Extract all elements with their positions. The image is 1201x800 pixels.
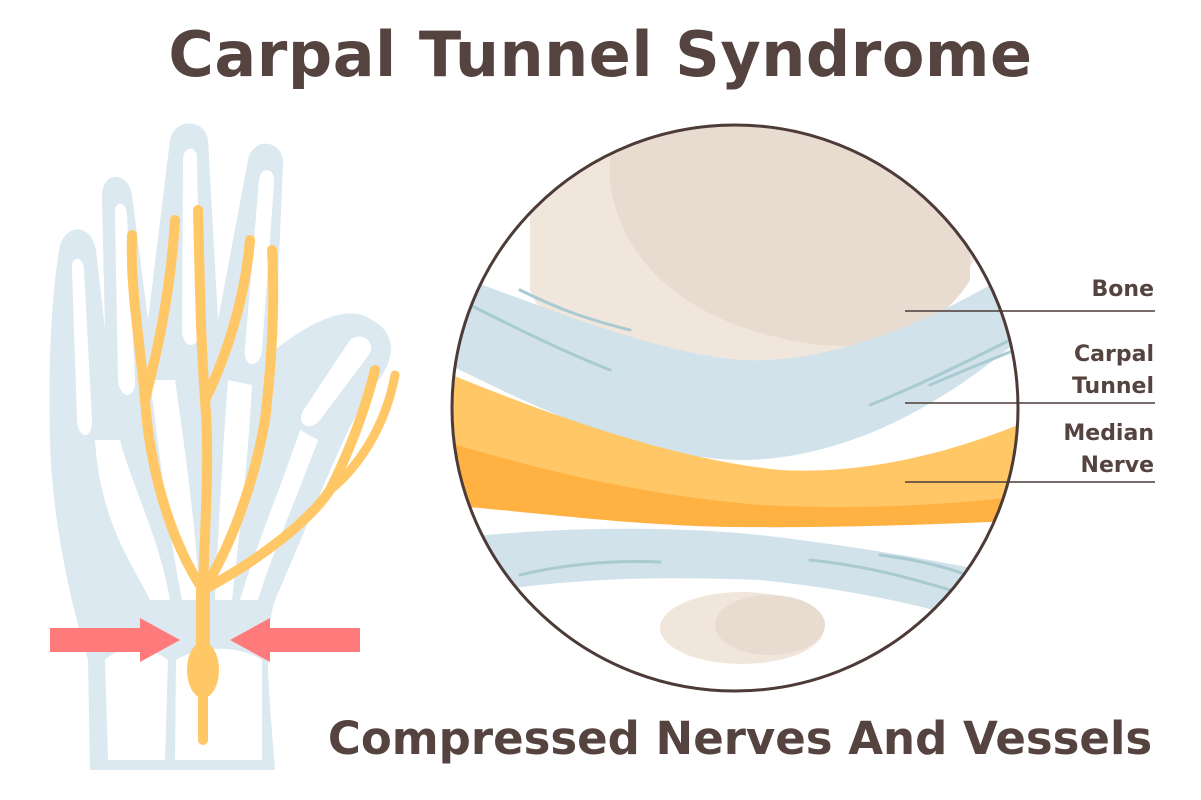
label-carpal-tunnel: Carpal Tunnel xyxy=(1072,339,1154,403)
page-subtitle: Compressed Nerves And Vessels xyxy=(327,712,1153,765)
carpal-ligament xyxy=(452,260,1018,460)
hand-illustration xyxy=(49,123,400,770)
label-carpal-tunnel-line1: Carpal xyxy=(1074,342,1154,367)
label-bone: Bone xyxy=(1092,274,1154,306)
label-median-nerve-line1: Median xyxy=(1063,421,1154,446)
label-median-nerve-line2: Nerve xyxy=(1080,453,1154,478)
arrow-right-icon xyxy=(50,618,180,662)
hand-nerve xyxy=(126,205,400,745)
leader-lines xyxy=(905,310,1155,483)
lens-outline xyxy=(450,123,1020,693)
cross-section xyxy=(450,123,1155,693)
arrow-left-icon xyxy=(230,618,360,662)
compression-arrows xyxy=(50,618,360,662)
label-bone-text: Bone xyxy=(1091,277,1154,302)
page-title: Carpal Tunnel Syndrome xyxy=(168,18,1033,91)
label-carpal-tunnel-line2: Tunnel xyxy=(1071,374,1154,399)
label-median-nerve: Median Nerve xyxy=(1063,418,1154,482)
